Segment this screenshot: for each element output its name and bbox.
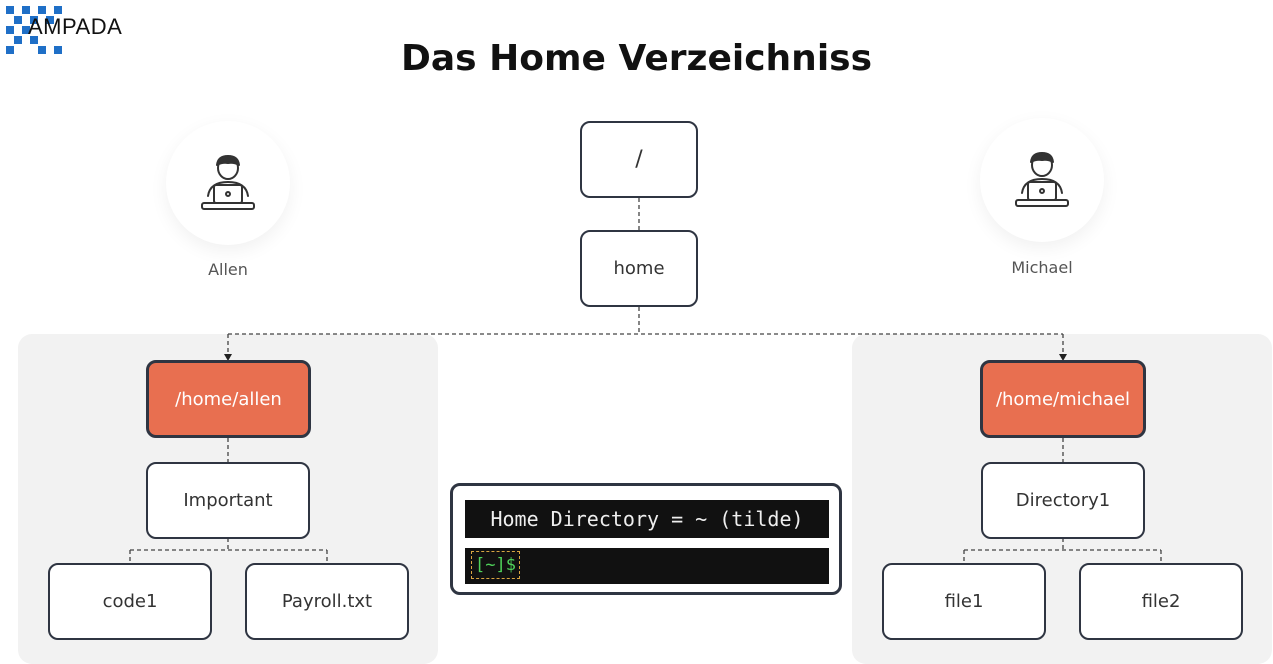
node-payroll: Payroll.txt: [245, 563, 409, 640]
node-file2: file2: [1079, 563, 1243, 640]
node-home-allen: /home/allen: [146, 360, 311, 438]
node-code1: code1: [48, 563, 212, 640]
logo: AMPADA: [4, 4, 134, 58]
terminal-box: Home Directory = ~ (tilde) [~]$: [450, 483, 842, 595]
node-home-michael: /home/michael: [980, 360, 1146, 438]
page-title: Das Home Verzeichniss: [400, 38, 873, 79]
user-laptop-icon: [1015, 152, 1069, 207]
terminal-heading: Home Directory = ~ (tilde): [465, 500, 829, 538]
terminal-prompt-bar: [~]$: [465, 548, 829, 584]
user-name-right: Michael: [1011, 258, 1073, 277]
node-directory1: Directory1: [981, 462, 1145, 539]
node-home: home: [580, 230, 698, 307]
user-laptop-icon: [201, 155, 255, 210]
user-avatar-right: [980, 118, 1104, 242]
node-file1: file1: [882, 563, 1046, 640]
user-name-left: Allen: [208, 260, 248, 279]
user-avatar-left: [166, 121, 290, 245]
logo-checker-icon: [6, 6, 62, 54]
node-root: /: [580, 121, 698, 198]
logo-text: AMPADA: [28, 14, 123, 39]
node-important: Important: [146, 462, 310, 539]
terminal-prompt: [~]$: [471, 551, 520, 579]
